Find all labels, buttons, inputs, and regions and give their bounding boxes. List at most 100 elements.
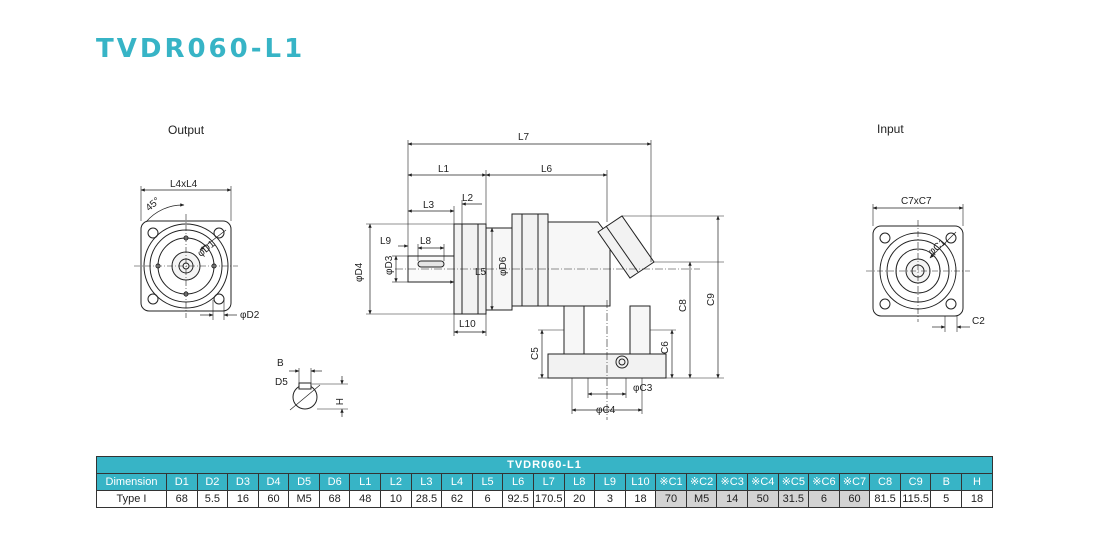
- table-header-cell: H: [961, 473, 993, 491]
- table-cell: 6: [808, 490, 840, 508]
- table-cell: M5: [288, 490, 320, 508]
- table-header-cell: ※C2: [685, 473, 718, 491]
- table-cell: 50: [746, 490, 779, 508]
- table-cell: 6: [471, 490, 504, 508]
- dim-l5: L5: [475, 267, 487, 278]
- output-bolt-hole: [213, 293, 225, 305]
- table-header-cell: L4: [441, 473, 473, 491]
- table-cell: 68: [318, 490, 351, 508]
- dim-c8: C8: [678, 299, 689, 312]
- table-header-cell: D5: [288, 473, 320, 491]
- table-header-cell: L2: [380, 473, 412, 491]
- technical-drawing: L4xL4 45° φD1 φD2 B D5 H: [134, 132, 985, 420]
- table-title: TVDR060-L1: [96, 456, 993, 474]
- dim-l9: L9: [380, 236, 392, 247]
- page-title: TVDR060-L1: [96, 34, 306, 64]
- output-flange-view: [134, 186, 238, 320]
- shaft-key-detail: [289, 368, 348, 417]
- dim-c4: φC4: [596, 405, 616, 416]
- dim-c1: φC1: [926, 237, 948, 258]
- output-bolt-hole: [147, 293, 159, 305]
- table-cell: 20: [563, 490, 596, 508]
- table-header-cell: D2: [196, 473, 229, 491]
- dim-l3: L3: [423, 200, 435, 211]
- dim-c6: C6: [660, 341, 671, 354]
- dim-h: H: [333, 398, 344, 405]
- input-bolt-hole: [879, 232, 891, 244]
- table-cell: 81.5: [869, 490, 901, 508]
- dim-c3: φC3: [633, 383, 653, 394]
- table-header-cell: C8: [869, 473, 901, 491]
- table-header-cell: L7: [532, 473, 565, 491]
- table-cell: 14: [716, 490, 748, 508]
- table-header-cell: D3: [227, 473, 259, 491]
- output-bolt-hole: [147, 227, 159, 239]
- dim-b: B: [277, 358, 284, 369]
- table-cell: 5: [930, 490, 963, 508]
- output-bolt-hole: [213, 227, 225, 239]
- table-cell: 70: [655, 490, 687, 508]
- table-header-cell: D6: [318, 473, 351, 491]
- table-header-cell: ※C6: [808, 473, 840, 491]
- dim-d3: φD3: [384, 255, 395, 275]
- table-header-cell: ※C3: [716, 473, 748, 491]
- table-header-cell: ※C1: [655, 473, 687, 491]
- table-cell: 62: [441, 490, 473, 508]
- table-cell: 68: [166, 490, 198, 508]
- dim-l7: L7: [518, 132, 530, 143]
- dim-d6: φD6: [498, 256, 509, 276]
- dim-c2: C2: [972, 316, 985, 327]
- dim-d2: φD2: [240, 310, 260, 321]
- input-bolt-hole: [879, 298, 891, 310]
- table-header-cell: C9: [899, 473, 932, 491]
- table-header-cell: ※C5: [777, 473, 810, 491]
- dim-d4: φD4: [354, 262, 365, 282]
- table-cell: 92.5: [502, 490, 534, 508]
- input-bolt-hole: [945, 232, 957, 244]
- table-header-cell: D4: [257, 473, 290, 491]
- input-view-label: Input: [877, 122, 904, 136]
- input-bolt-hole: [945, 298, 957, 310]
- table-cell: 48: [349, 490, 382, 508]
- table-header-cell: L5: [471, 473, 504, 491]
- dim-l8: L8: [420, 236, 432, 247]
- dim-l4xl4: L4xL4: [170, 179, 198, 190]
- table-cell: 5.5: [196, 490, 229, 508]
- table-cell: 60: [838, 490, 871, 508]
- table-cell: 16: [227, 490, 259, 508]
- shaft-keyway: [417, 260, 445, 268]
- dim-l1: L1: [438, 164, 450, 175]
- dim-c5: C5: [530, 347, 541, 360]
- table-cell: 170.5: [532, 490, 565, 508]
- table-header-cell: L6: [502, 473, 534, 491]
- table-cell: 3: [594, 490, 626, 508]
- table-row-label: Type I: [96, 490, 167, 508]
- table-header-cell: L10: [624, 473, 657, 491]
- table-cell: 18: [624, 490, 657, 508]
- gear-housing: [511, 213, 549, 307]
- output-view-label: Output: [168, 123, 205, 137]
- dim-l10: L10: [459, 319, 476, 330]
- table-header-cell: L9: [594, 473, 626, 491]
- dim-c7xc7: C7xC7: [901, 196, 932, 207]
- table-cell: 10: [380, 490, 412, 508]
- dim-l2: L2: [462, 193, 474, 204]
- dim-c9: C9: [706, 293, 717, 306]
- table-header-cell: ※C4: [746, 473, 779, 491]
- dim-l6: L6: [541, 164, 553, 175]
- table-cell: 18: [961, 490, 993, 508]
- table-cell: M5: [685, 490, 718, 508]
- table-header-cell: L1: [349, 473, 382, 491]
- table-title-row: TVDR060-L1: [96, 456, 993, 474]
- table-header-cell: B: [930, 473, 963, 491]
- dim-d5: D5: [275, 377, 288, 388]
- table-header-cell: L3: [410, 473, 443, 491]
- input-flange-view: [866, 204, 970, 332]
- table-header-cell: D1: [166, 473, 198, 491]
- table-cell: 28.5: [410, 490, 443, 508]
- table-header-cell: L8: [563, 473, 596, 491]
- table-cell: 31.5: [777, 490, 810, 508]
